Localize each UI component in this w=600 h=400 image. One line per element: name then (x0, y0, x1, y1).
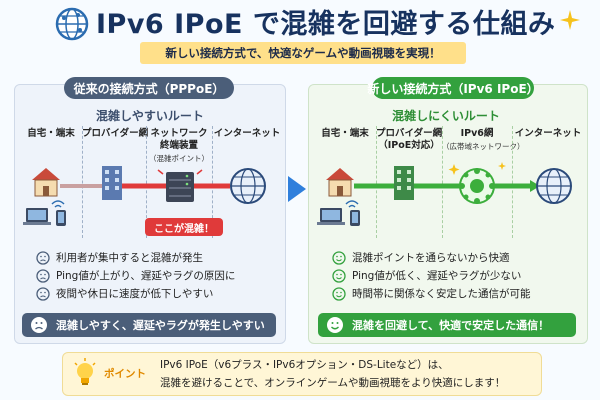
page-title: IPv6 IPoE で混雑を回避する仕組み (96, 9, 556, 40)
legacy-route-diagram (20, 160, 282, 240)
divider (376, 126, 377, 238)
modern-bullet: 時間帯に関係なく安定した通信が可能 (332, 286, 531, 301)
legacy-bullet: 利用者が集中すると混雑が発生 (36, 250, 203, 265)
phone-icon (350, 210, 360, 226)
divider (82, 126, 83, 238)
modern-col-home: 自宅・端末 (321, 128, 369, 139)
smile-face-icon (326, 316, 344, 334)
modern-route-label: 混雑しにくいルート (392, 109, 500, 123)
legacy-col-internet: インターネット (213, 128, 281, 139)
modern-bullet-text: 時間帯に関係なく安定した通信が可能 (352, 288, 531, 300)
divider (442, 126, 443, 238)
laptop-icon (317, 208, 345, 225)
lightbulb-icon (72, 358, 98, 388)
modern-bullet: Ping値が低く、遅延やラグが少ない (332, 268, 521, 283)
hub-icon (459, 168, 495, 204)
modern-bullet-text: 混雑ポイントを通らないから快適 (352, 252, 510, 264)
point-box (62, 352, 542, 396)
point-text-line-2: 混雑を避けることで、オンラインゲームや動画視聴をより快適にします！ (160, 377, 506, 389)
modern-summary-text: 混雑を回避して、快適で安定した通信！ (352, 319, 550, 332)
globe-network-icon (230, 168, 266, 204)
sparkle-icon (558, 8, 582, 32)
globe-network-icon (54, 6, 90, 42)
building-icon (102, 166, 122, 200)
legacy-summary-text: 混雑しやすく、遅延やラグが発生しやすい (56, 319, 265, 332)
legacy-heading: 従来の接続方式（PPPoE） (64, 77, 234, 99)
legacy-bullet-text: 夜間や休日に速度が低下しやすい (56, 288, 214, 300)
sparkle-icon (448, 162, 506, 175)
divider (512, 126, 513, 238)
legacy-route-label: 混雑しやすいルート (96, 109, 204, 123)
house-icon (326, 168, 354, 197)
legacy-col-nte-1: ネットワーク (150, 128, 208, 139)
legacy-col-home: 自宅・端末 (27, 128, 75, 139)
smile-face-icon (332, 268, 346, 283)
legacy-col-nte-2: 終端装置 (159, 140, 198, 151)
legacy-col-nte-note: （混雑ポイント） (149, 154, 209, 163)
point-label: ポイント (104, 368, 146, 380)
legacy-bullet: 夜間や休日に速度が低下しやすい (36, 286, 213, 301)
sad-face-icon (36, 268, 50, 283)
modern-summary-banner: 混雑を回避して、快適で安定した通信！ (318, 313, 576, 337)
smile-face-icon (332, 286, 346, 301)
arrow-right-icon (286, 176, 306, 202)
server-icon (166, 172, 194, 202)
modern-route-diagram (314, 160, 584, 240)
legacy-bullet-text: 利用者が集中すると混雑が発生 (56, 252, 203, 264)
legacy-bullet: Ping値が上がり、遅延やラグの原因に (36, 268, 235, 283)
sad-face-icon (30, 316, 48, 334)
congestion-callout: ここが混雑！ (145, 218, 223, 236)
legacy-bullet-text: Ping値が上がり、遅延やラグの原因に (56, 270, 236, 282)
modern-col-internet: インターネット (514, 128, 582, 139)
divider (212, 126, 213, 238)
modern-bullet-text: Ping値が低く、遅延やラグが少ない (352, 270, 522, 282)
subtitle-banner: 新しい接続方式で、快適なゲームや動画視聴を実現！ (140, 42, 466, 64)
point-text-line-1: IPv6 IPoE（v6プラス・IPv6オプション・DS-Liteなど）は、 (160, 359, 449, 371)
modern-heading: 新しい接続方式（IPv6 IPoE） (367, 77, 539, 99)
sad-face-icon (36, 250, 50, 265)
modern-bullet: 混雑ポイントを通らないから快適 (332, 250, 510, 265)
modern-col-provider-1: プロバイダー網 (376, 128, 443, 139)
phone-icon (56, 210, 66, 226)
modern-col-provider-2: （IPoE対応） (378, 140, 440, 151)
modern-col-ipv6-note: （広帯域ネットワーク） (442, 142, 525, 151)
divider (146, 126, 147, 238)
legacy-col-provider: プロバイダー網 (82, 128, 149, 139)
sad-face-icon (36, 286, 50, 301)
legacy-summary-banner: 混雑しやすく、遅延やラグが発生しやすい (22, 313, 276, 337)
modern-col-ipv6: IPv6網 (460, 128, 494, 139)
building-icon (394, 166, 414, 200)
globe-network-icon (536, 168, 572, 204)
laptop-icon (23, 208, 51, 225)
smile-face-icon (332, 250, 346, 265)
house-icon (32, 168, 60, 197)
